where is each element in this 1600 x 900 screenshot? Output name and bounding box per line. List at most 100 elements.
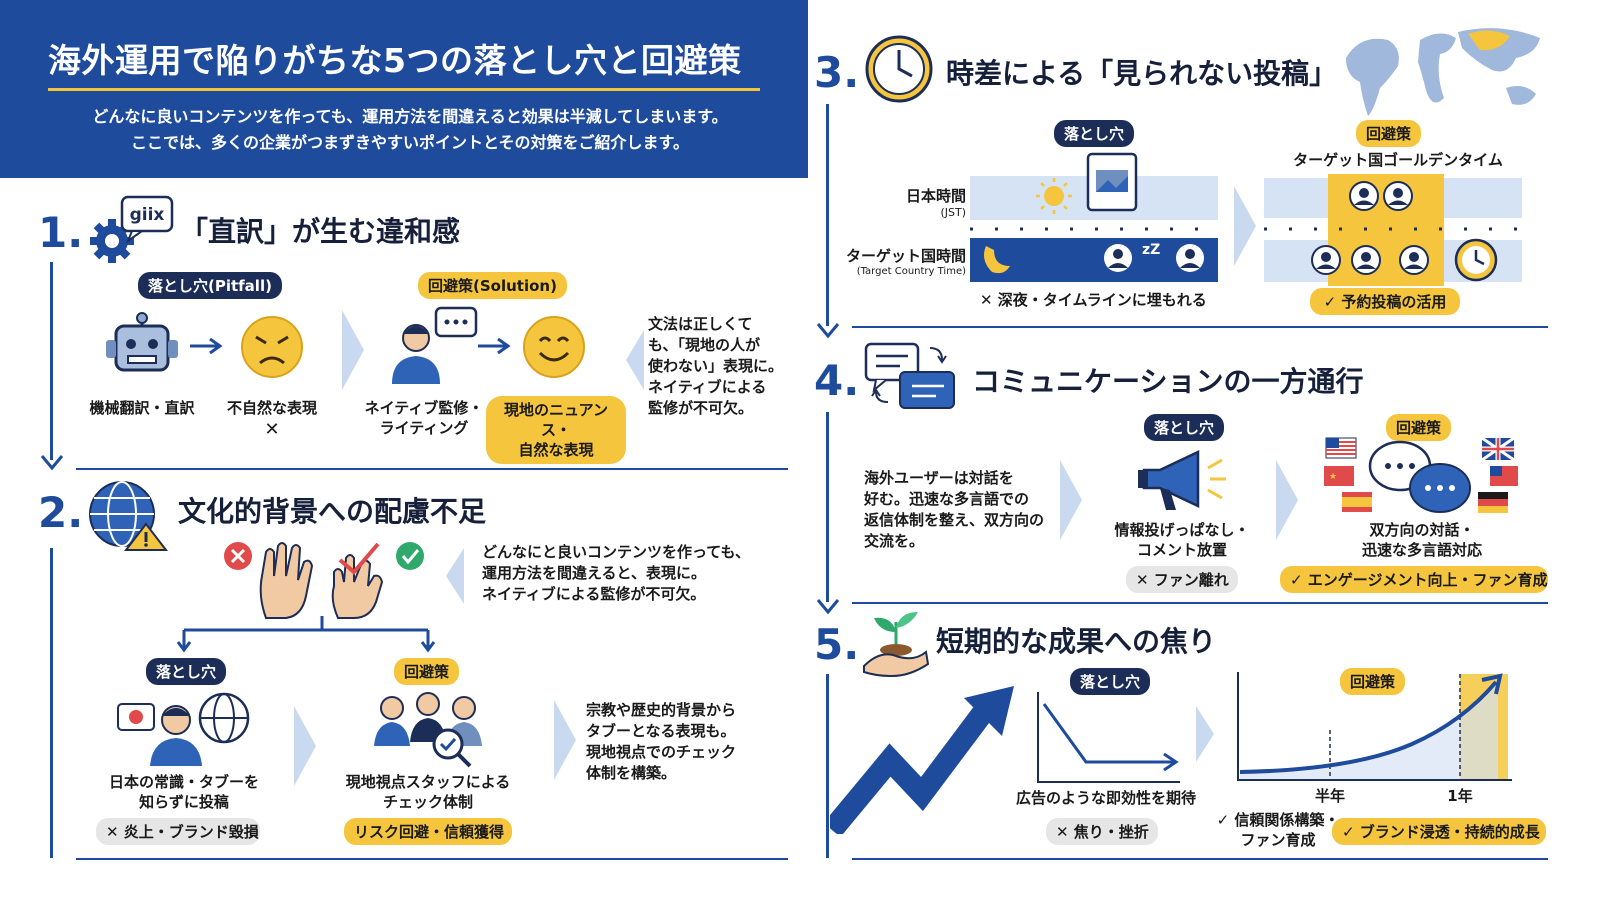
chevron-right-icon-4: [1234, 186, 1256, 266]
title-underline: [48, 88, 760, 91]
sec4-title: コミュニケーションの一方通行: [972, 365, 1364, 398]
chevron-left-icon: [626, 330, 644, 390]
sec2-timeline: [50, 548, 53, 858]
long-term-growth-chart: [1237, 672, 1512, 781]
world-map-icon: [1346, 28, 1540, 116]
globe-warning-icon: [89, 481, 169, 551]
robot-icon: [106, 312, 178, 372]
sec2-pitfall-text: 日本の常識・タブーを 知らずに投稿: [108, 773, 259, 811]
sec2-bottom-description: 宗教や歴史的背景から タブーとなる表現も。 現地視点でのチェック 体制を構築。: [586, 701, 737, 782]
tick-half-year: 半年: [1314, 787, 1345, 805]
sec2-divider: [76, 858, 788, 860]
sec1-step3-text: ネイティブ監修・ ライティング: [364, 399, 484, 437]
chat-bubbles-icon: [864, 342, 955, 409]
page-subtitle: どんなに良いコンテンツを作っても、運用方法を間違えると効果は半減してしまいます。…: [40, 104, 780, 156]
chevron-right-icon-7: [1196, 706, 1214, 762]
svg-text:zZ: zZ: [1142, 242, 1160, 258]
tick-one-year: 1年: [1447, 787, 1473, 805]
sec1-title: 「直訳」が生む違和感: [180, 215, 461, 248]
sec4-divider: [852, 602, 1548, 604]
target-time-label: ターゲット国時間: [845, 247, 966, 265]
sec2-number: 2.: [38, 488, 84, 537]
short-term-drop-chart: [1037, 692, 1180, 783]
frustrated-face-icon: [241, 316, 303, 378]
local-staff-check-icon: [374, 692, 482, 768]
smile-face-icon: [523, 316, 585, 378]
gear-translate-icon: giix: [90, 195, 174, 263]
arrow-down-icon-2: [816, 323, 840, 339]
sec4-solution-label: 回避策: [1386, 414, 1452, 441]
multilingual-chat-icon: ★: [1324, 436, 1518, 513]
svg-text:★: ★: [1329, 472, 1337, 482]
jst-sub-label: (JST): [940, 206, 966, 219]
sec4-number: 4.: [814, 356, 860, 405]
bubble-text: giix: [130, 205, 165, 225]
sec1-step2-text: 不自然な表現: [226, 399, 317, 417]
audience-icons: [1311, 181, 1429, 275]
sec1-divider: [76, 468, 788, 470]
sec4-pitfall-label: 落とし穴: [1144, 414, 1225, 441]
sec3-solution-result: ✓ 予約投稿の活用: [1310, 288, 1460, 315]
golden-time-label: ターゲット国ゴールデンタイム: [1293, 151, 1503, 169]
megaphone-icon: [1138, 450, 1226, 510]
sec1-step4-text: 現地のニュアンス・ 自然な表現: [486, 396, 626, 464]
sec5-divider: [852, 858, 1548, 860]
sec2-title: 文化的背景への配慮不足: [178, 495, 487, 528]
sec5-title: 短期的な成果への焦り: [936, 625, 1217, 658]
sec4-solution-text: 双方向の対話・ 迅速な多言語対応: [1361, 521, 1482, 559]
sec2-pitfall-result: ✕ 炎上・ブランド毀損: [96, 818, 260, 845]
sec1-step1-text: 機械翻訳・直訳: [89, 399, 195, 417]
sec5-pitfall-label: 落とし穴: [1070, 668, 1151, 695]
sec1-description: 文法は正しくて も、「現地の人が 使わない」表現に。 ネイティブによる 監修が不…: [648, 315, 784, 417]
arrow-right-icon-2: [478, 337, 511, 355]
jst-label: 日本時間: [905, 187, 966, 205]
chevron-right-icon-3: [554, 700, 576, 780]
sec5-solution-text: ✓ 信頼関係構築・ ファン育成: [1216, 811, 1340, 849]
sec4-description: 海外ユーザーは対話を 好む。迅速な多言語での 返信体制を整え、双方向の 交流を。: [864, 469, 1045, 550]
arrow-right-icon: [190, 337, 223, 355]
sec1-solution-label: 回避策(Solution): [418, 272, 567, 299]
page-title: 海外運用で陥りがちな5つの落とし穴と回避策: [48, 41, 742, 80]
sec5-number: 5.: [814, 620, 860, 669]
sec4-pitfall-result: ✕ ファン離れ: [1126, 566, 1238, 593]
sec5-solution-result: ✓ ブランド浸透・持続的成長: [1332, 818, 1546, 845]
sec3-number: 3.: [814, 48, 860, 97]
chevron-right-icon-6: [1276, 460, 1298, 540]
sec2-top-description: どんなにと良いコンテンツを作っても、 運用方法を間違えると、表現に。 ネイティブ…: [482, 543, 751, 603]
sec3-timeline: [826, 104, 829, 326]
sec3-title: 時差による「見られない投稿」: [946, 57, 1338, 90]
subtitle-line-1: どんなに良いコンテンツを作っても、運用方法を間違えると効果は半減してしまいます。: [92, 107, 728, 126]
chevron-right-icon: [342, 310, 364, 390]
sec2-pitfall-label: 落とし穴: [146, 658, 227, 685]
golden-time-graphic: [1264, 174, 1522, 286]
sec2-solution-text: 現地視点スタッフによる チェック体制: [345, 773, 511, 811]
sec1-timeline: [50, 262, 53, 460]
branch-connector: [176, 616, 436, 653]
person-japan-globe-icon: [117, 692, 250, 766]
native-writer-icon: [392, 306, 478, 384]
sec5-pitfall-text: 広告のような即効性を期待: [1015, 789, 1196, 807]
chevron-right-icon-5: [1060, 460, 1082, 540]
arrow-down-icon-3: [816, 599, 840, 615]
sec2-solution-result: リスク回避・信頼獲得: [344, 818, 512, 845]
clock-icon: [865, 35, 933, 103]
sec4-solution-result: ✓ エンゲージメント向上・ファン育成: [1280, 566, 1548, 593]
sec4-pitfall-text: 情報投げっぱなし・ コメント放置: [1114, 521, 1250, 559]
zigzag-growth-arrow: [830, 686, 1014, 834]
sprout-hand-icon: [863, 612, 930, 678]
sec5-timeline: [826, 674, 829, 858]
chevron-right-icon-2: [294, 706, 316, 786]
arrow-down-icon: [40, 455, 64, 471]
sec1-number: 1.: [38, 208, 84, 257]
sec2-solution-label: 回避策: [394, 658, 460, 685]
sec1-pitfall-label: 落とし穴(Pitfall): [138, 272, 282, 299]
jst-timeline-graphic: zZ: [970, 152, 1218, 282]
sec3-divider: [852, 326, 1548, 328]
subtitle-line-2: ここでは、多くの企業がつまずきやすいポイントとその対策をご紹介します。: [131, 133, 689, 152]
sec5-pitfall-result: ✕ 焦り・挫折: [1046, 818, 1158, 845]
chevron-left-icon-2: [446, 548, 464, 604]
sec1-step2-mark: ✕: [264, 419, 280, 440]
sec5-solution-label: 回避策: [1340, 668, 1406, 695]
sec4-timeline: [826, 412, 829, 602]
hand-gestures-icon: [224, 542, 424, 619]
